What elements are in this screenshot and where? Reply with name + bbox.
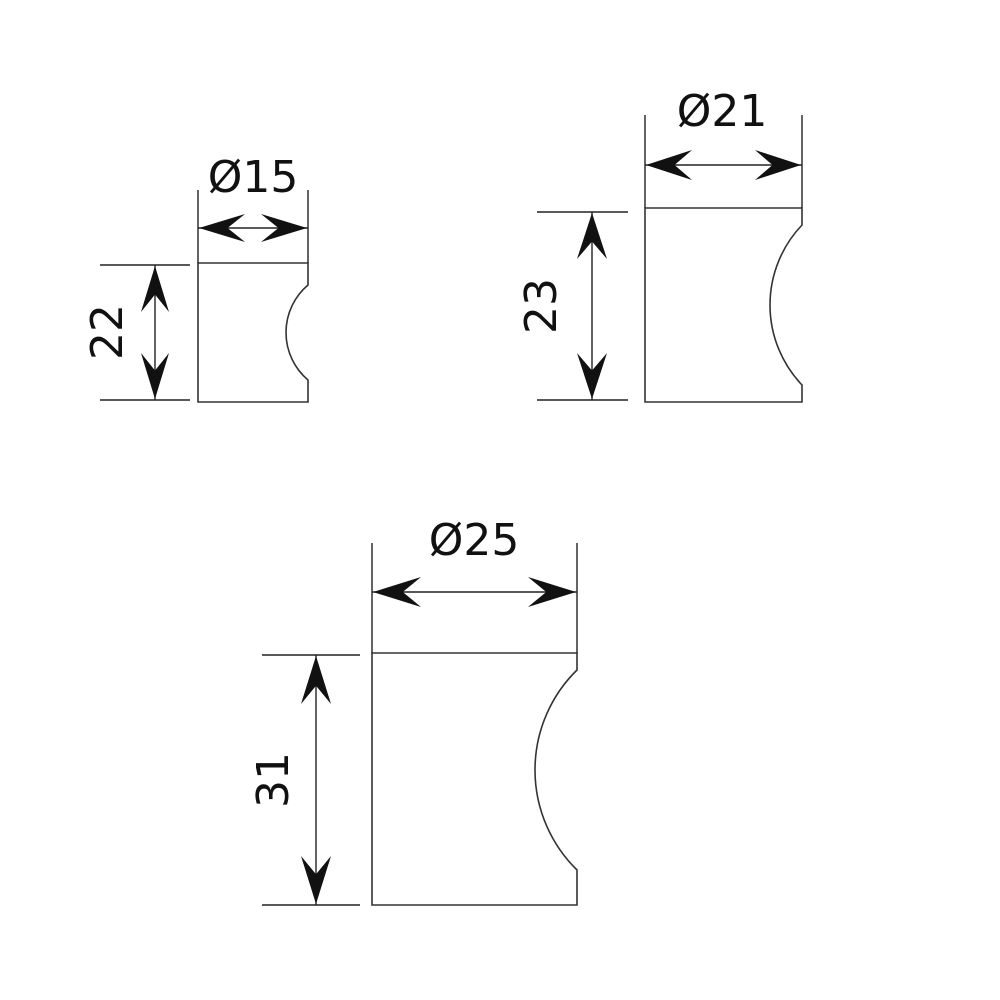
diameter-label: Ø25 [429,515,520,566]
knob-profile-outline [644,207,803,403]
height-label: 22 [82,304,133,360]
arrowhead-icon [755,150,801,180]
arrowhead-icon [301,856,331,904]
arrowhead-icon [646,150,692,180]
part-small: Ø15 22 [82,152,309,403]
diameter-label: Ø15 [208,152,299,203]
arrowhead-icon [301,656,331,704]
arrowhead-icon [528,577,576,607]
arrowhead-icon [577,213,607,259]
arrowhead-icon [261,214,307,242]
arrowhead-icon [199,214,245,242]
knob-profile-outline [371,652,578,906]
knob-profile-outline [197,262,309,403]
part-medium: Ø21 23 [516,86,803,403]
height-label: 31 [248,752,299,808]
part-large: Ø25 31 [248,515,578,906]
arrowhead-icon [141,353,169,399]
arrowhead-icon [141,266,169,312]
arrowhead-icon [577,353,607,399]
arrowhead-icon [373,577,421,607]
height-label: 23 [516,278,567,334]
diameter-label: Ø21 [677,86,768,137]
